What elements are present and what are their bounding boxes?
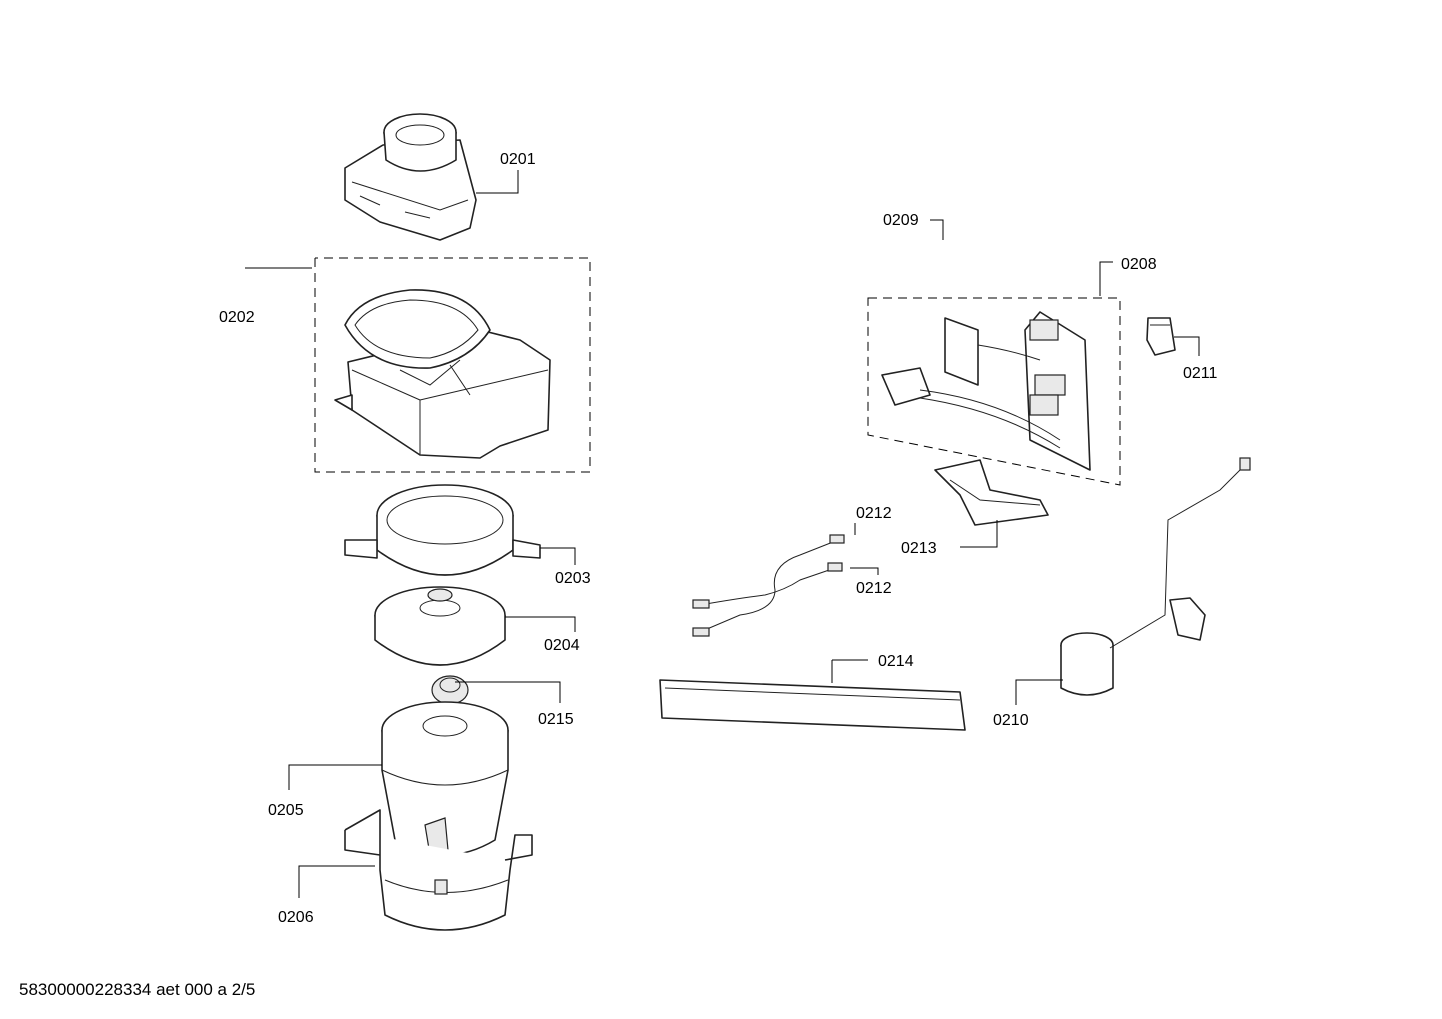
part-0205-motor <box>381 701 509 856</box>
leader-lines <box>245 170 1200 898</box>
label-0206: 0206 <box>278 909 314 926</box>
label-0202: 0202 <box>219 309 255 326</box>
label-0214: 0214 <box>878 653 914 670</box>
label-0204: 0204 <box>544 637 580 654</box>
label-0209: 0209 <box>883 212 919 229</box>
part-0210-sensor <box>1060 457 1251 696</box>
part-0211-connector <box>1146 317 1176 356</box>
label-0208: 0208 <box>1121 256 1157 273</box>
label-0211: 0211 <box>1183 365 1218 382</box>
part-0213-bracket <box>934 459 1049 526</box>
label-0205: 0205 <box>268 802 304 819</box>
label-0212-bottom: 0212 <box>856 580 892 597</box>
part-0202-housing <box>314 257 591 473</box>
part-0204-fan <box>374 586 506 666</box>
part-0209-hose <box>882 230 1032 287</box>
part-0201-cover <box>344 113 477 241</box>
label-0210: 0210 <box>993 712 1029 729</box>
part-0215-coupling <box>431 675 469 705</box>
part-0203-ring <box>344 484 541 576</box>
label-0201: 0201 <box>500 151 536 168</box>
label-0203: 0203 <box>555 570 591 587</box>
document-id: 58300000228334 aet 000 a 2/5 <box>19 980 256 999</box>
label-0215: 0215 <box>538 711 574 728</box>
part-labels: 0201 0202 0203 0204 0215 0205 0206 0209 … <box>219 151 1218 926</box>
part-0208-pcb <box>867 297 1121 486</box>
label-0212-top: 0212 <box>856 505 892 522</box>
part-0214-strip <box>659 679 966 731</box>
label-0213: 0213 <box>901 540 937 557</box>
part-0206-base <box>344 809 533 931</box>
part-0212-cables <box>692 534 845 637</box>
